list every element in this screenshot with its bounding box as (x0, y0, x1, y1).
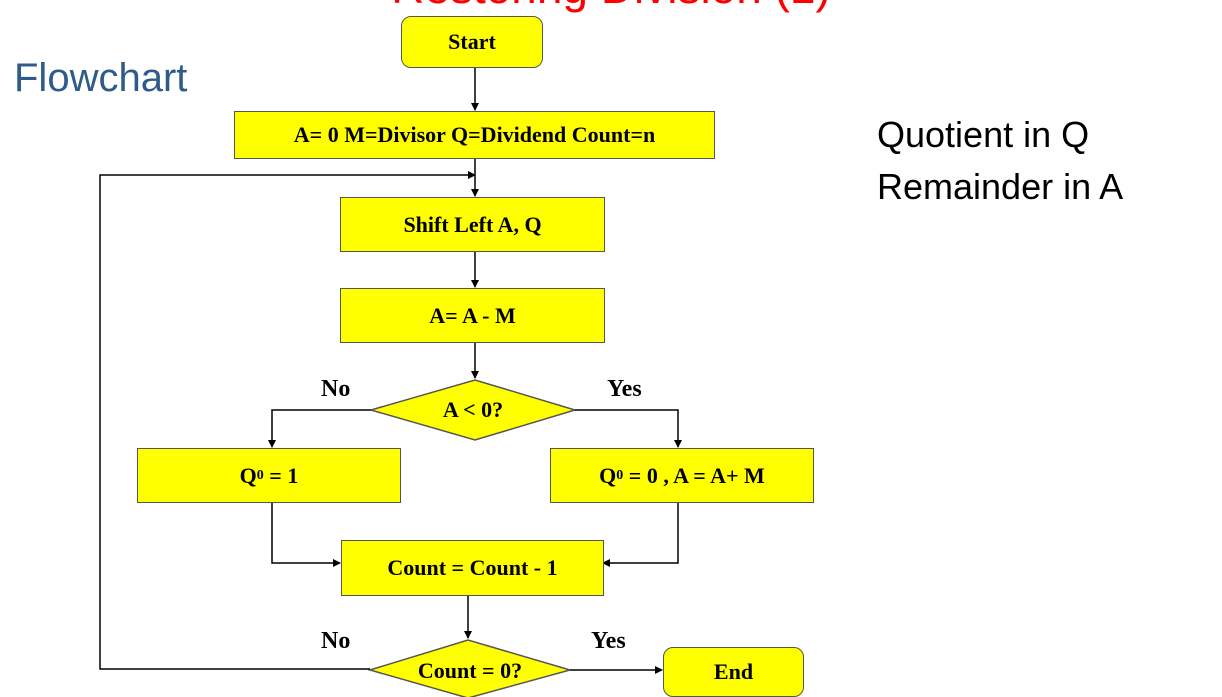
decision2-yes-label: Yes (591, 628, 626, 654)
decision-count-zero: Count = 0? (417, 658, 523, 683)
arrow-q0one-decrement (271, 503, 341, 567)
slide-title-clip: Restoring Division (1) (0, 0, 1222, 14)
subtract-step: A= A - M (340, 288, 605, 343)
init-step: A= 0 M=Divisor Q=Dividend Count=n (234, 111, 715, 159)
arrow-q0zero-decrement (602, 503, 679, 567)
q0-zero-sub: 0 (616, 467, 624, 483)
arrow-decision1-yes (575, 409, 682, 448)
q0-zero-rest: = 0 , A = A+ M (623, 462, 765, 488)
decrement-step: Count = Count - 1 (341, 540, 604, 596)
end-terminal: End (663, 647, 804, 697)
decision2-no-label: No (321, 628, 351, 654)
q0-one-rest: = 1 (263, 462, 299, 488)
q0-zero-q: Q (599, 462, 617, 488)
arrow-decision1-no (268, 409, 371, 448)
flowchart-heading: Flowchart (14, 56, 188, 100)
note-quotient: Quotient in Q (877, 114, 1090, 155)
shift-step: Shift Left A, Q (340, 197, 605, 252)
start-terminal: Start (401, 16, 543, 68)
q0-one-sub: 0 (256, 467, 264, 483)
decision1-yes-label: Yes (607, 376, 642, 402)
decision1-no-label: No (321, 376, 351, 402)
arrow-decision2-no-loop (99, 171, 476, 670)
note-remainder: Remainder in A (877, 166, 1124, 207)
decision-a-less-zero: A < 0? (442, 397, 504, 422)
q0-one-q: Q (239, 462, 257, 488)
slide-title: Restoring Division (1) (0, 0, 1222, 14)
